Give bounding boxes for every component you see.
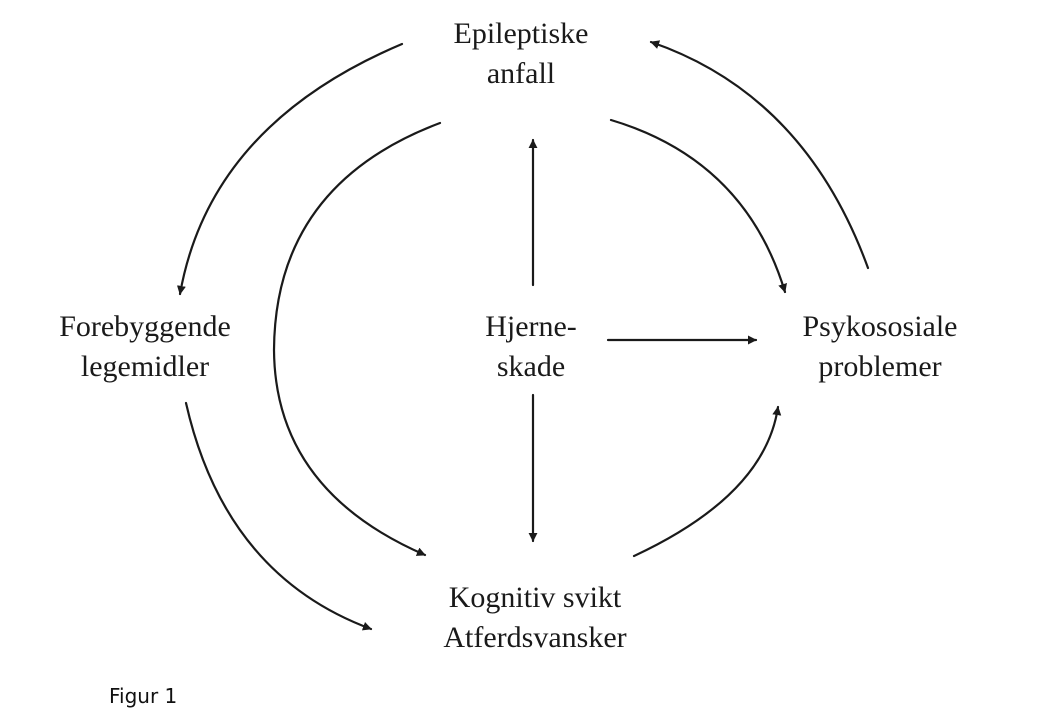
arrow-preventive-to-cognitive <box>184 401 373 631</box>
node-preventive-medication: Forebyggende legemidler <box>30 307 260 387</box>
node-label-line: legemidler <box>80 350 210 383</box>
node-label-line: skade <box>496 350 566 383</box>
node-label-line: Atferdsvansker <box>443 621 627 654</box>
node-label-line: problemer <box>818 350 942 383</box>
node-brain-injury: Hjerne- skade <box>451 307 611 387</box>
node-psychosocial-problems: Psykososiale problemer <box>760 307 1000 387</box>
node-label-line: Hjerne- <box>485 310 577 343</box>
arrow-seizures-to-preventive <box>176 42 404 296</box>
node-label-line: Kognitiv svikt <box>448 581 622 614</box>
node-cognitive-impairment: Kognitiv svikt Atferdsvansker <box>400 578 670 658</box>
node-label-line: Forebyggende <box>59 310 231 343</box>
node-label-line: Psykososiale <box>802 310 958 343</box>
arrow-cognitive-to-psychosocial <box>632 405 782 558</box>
arrow-psychosocial-to-seizures <box>649 40 870 270</box>
arrow-seizures-to-cognitive <box>272 121 442 557</box>
node-label-line: anfall <box>486 57 556 90</box>
node-epileptic-seizures: Epileptiske anfall <box>421 14 621 94</box>
node-label-line: Epileptiske <box>453 17 589 50</box>
arrow-seizures-to-psychosocial <box>609 118 787 294</box>
figure-caption: Figur 1 <box>109 684 178 708</box>
